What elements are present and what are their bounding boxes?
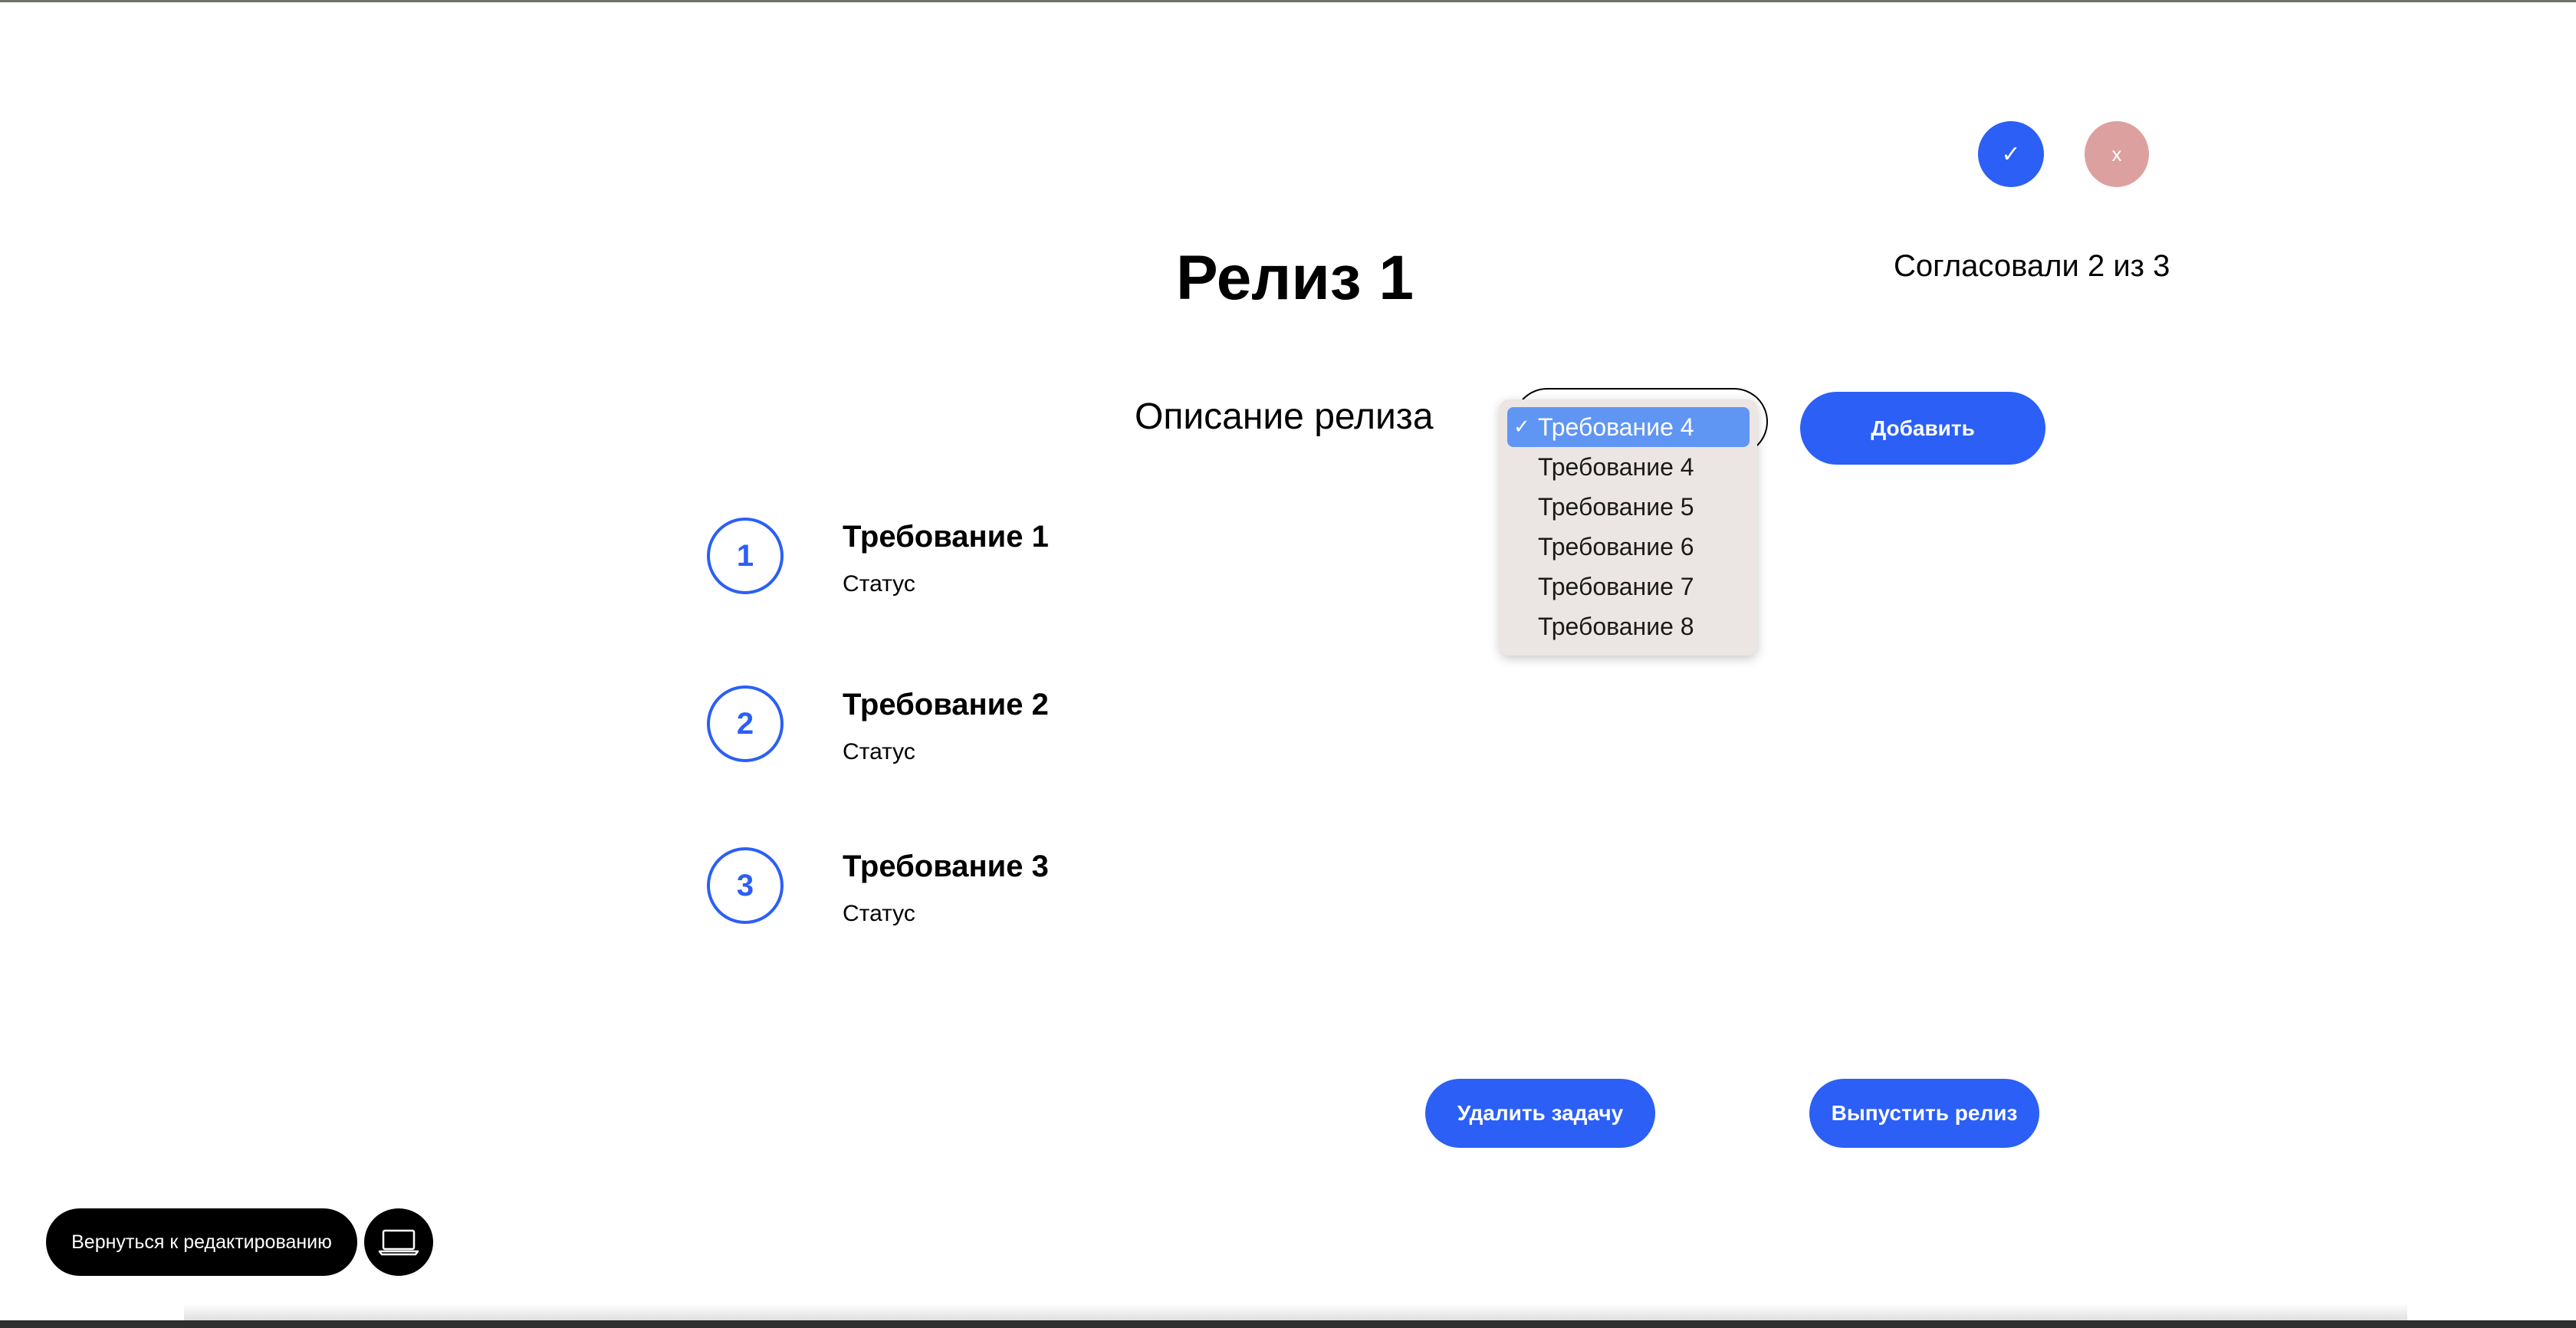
checkmark-icon: ✓: [2001, 140, 2021, 168]
requirement-status: Статус: [843, 739, 915, 764]
requirement-number-badge: 1: [707, 518, 784, 594]
checkmark-icon: ✓: [1513, 416, 1530, 439]
dropdown-option-label: Требование 7: [1538, 573, 1694, 600]
publish-release-button[interactable]: Выпустить релиз: [1809, 1079, 2039, 1148]
back-to-editing-button[interactable]: Вернуться к редактированию: [46, 1208, 357, 1276]
dropdown-option[interactable]: Требование 4: [1507, 447, 1750, 487]
add-button[interactable]: Добавить: [1800, 392, 2045, 465]
approve-button[interactable]: ✓: [1978, 121, 2044, 187]
release-description-label: Описание релиза: [1135, 396, 1434, 437]
requirement-item: 3 Требование 3 Статус: [707, 847, 1167, 932]
reject-button[interactable]: x: [2085, 121, 2149, 187]
requirement-item: 1 Требование 1 Статус: [707, 518, 1167, 602]
window-bottom-border: [0, 1320, 2576, 1328]
requirement-item: 2 Требование 2 Статус: [707, 685, 1167, 770]
close-icon: x: [2111, 142, 2122, 166]
requirement-number-badge: 2: [707, 685, 784, 762]
page-title: Релиз 1: [1176, 243, 1414, 313]
approval-status: Согласовали 2 из 3: [1894, 249, 2170, 283]
requirement-title: Требование 1: [843, 520, 1049, 554]
laptop-icon: [378, 1229, 419, 1256]
dropdown-option[interactable]: Требование 7: [1507, 567, 1750, 606]
delete-task-button[interactable]: Удалить задачу: [1425, 1079, 1655, 1148]
dropdown-option[interactable]: Требование 5: [1507, 487, 1750, 527]
dropdown-option-label: Требование 6: [1538, 533, 1694, 560]
dropdown-option-label: Требование 4: [1538, 413, 1694, 441]
device-preview-button[interactable]: [364, 1208, 433, 1276]
requirement-title: Требование 2: [843, 688, 1049, 722]
requirement-title: Требование 3: [843, 850, 1049, 883]
dropdown-option[interactable]: Требование 8: [1507, 606, 1750, 646]
dropdown-option-label: Требование 5: [1538, 493, 1694, 521]
dropdown-option-label: Требование 4: [1538, 453, 1694, 481]
requirement-status: Статус: [843, 571, 915, 597]
requirement-dropdown-menu: ✓ Требование 4 Требование 4 Требование 5…: [1500, 399, 1757, 656]
dropdown-option[interactable]: Требование 6: [1507, 527, 1750, 567]
dropdown-option-selected[interactable]: ✓ Требование 4: [1507, 407, 1750, 447]
dropdown-option-label: Требование 8: [1538, 613, 1694, 640]
requirement-number-badge: 3: [707, 847, 784, 924]
window-top-border: [0, 0, 2576, 2]
requirement-status: Статус: [843, 901, 915, 926]
